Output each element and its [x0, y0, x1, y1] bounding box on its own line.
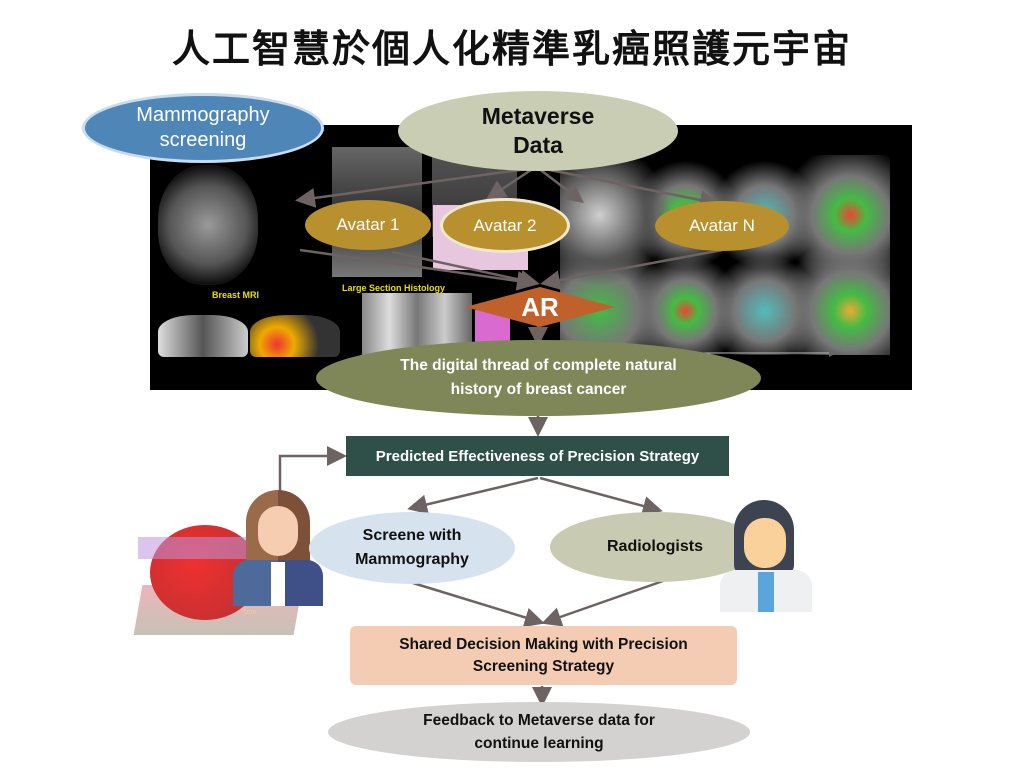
arrow-screene-shared [412, 581, 545, 628]
mammogram-heatmap-grid [560, 155, 890, 355]
avatar-2-node: Avatar 2 [440, 198, 570, 253]
arrow-patient-predicted [278, 446, 347, 495]
shared-decision-box: Shared Decision Making with Precision Sc… [350, 626, 737, 685]
arrow-meta-avatar2 [485, 166, 535, 200]
slide-title: 人工智慧於個人化精準乳癌照護元宇宙 [171, 27, 852, 71]
arrow-predicted-radiologists [539, 476, 663, 516]
patient-avatar-icon [233, 490, 323, 606]
predicted-effectiveness-box: Predicted Effectiveness of Precision Str… [346, 436, 729, 476]
scale-label: 1cm [243, 609, 257, 616]
digital-thread-node: The digital thread of complete natural h… [316, 340, 761, 416]
arrow-avatar1-ar [299, 248, 537, 291]
arrow-meta-img [537, 167, 584, 204]
mri-image [158, 315, 248, 357]
avatar-n-node: Avatar N [655, 201, 789, 251]
screene-mammography-node: Screene with Mammography [309, 512, 515, 584]
mri-color-image [250, 315, 340, 357]
mammography-screening-node: Mammography screening [82, 93, 324, 163]
arrow-radiologists-shared [541, 579, 664, 627]
breast-mri-label: Breast MRI [212, 290, 260, 300]
radiologists-node: Radiologists [550, 512, 760, 582]
mammogram-image [158, 165, 258, 285]
arrow-meta-avatar1 [295, 166, 535, 208]
arrow-meta-avatarN [539, 166, 720, 210]
avatar-1-node: Avatar 1 [305, 200, 431, 250]
feedback-node: Feedback to Metaverse data for continue … [328, 702, 750, 762]
arrow-avatarN-ar [540, 248, 723, 291]
metaverse-data-node: Metaverse Data [398, 91, 678, 171]
doctor-avatar-icon [720, 500, 812, 612]
histology-label: Large Section Histology [342, 283, 446, 293]
arrow-avatar2-ar [391, 250, 540, 290]
arrow-predicted-screene [407, 476, 539, 515]
